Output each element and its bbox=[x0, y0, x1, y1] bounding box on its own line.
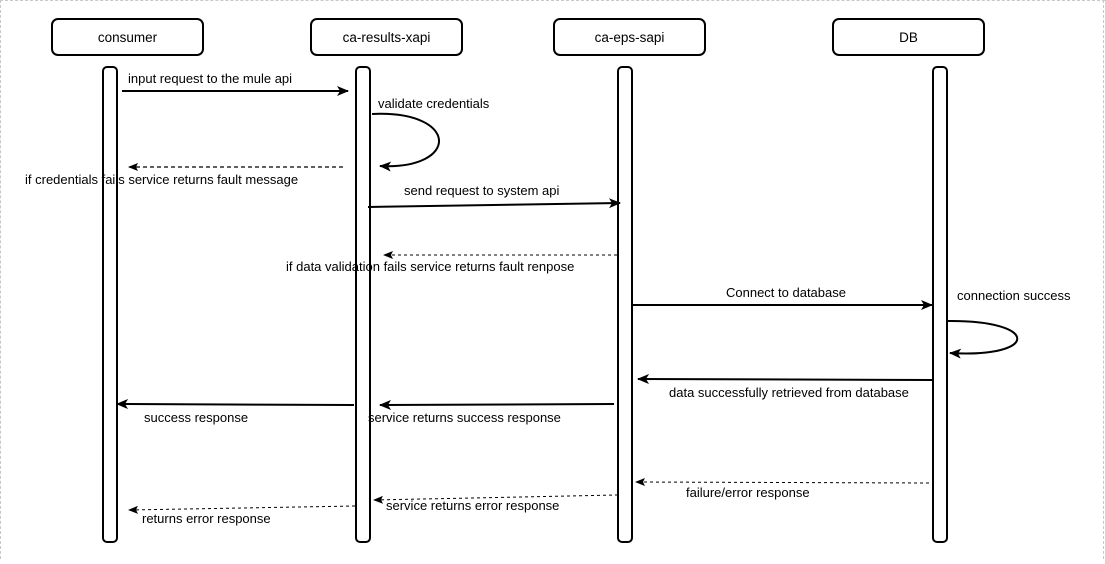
message-service-error-label: service returns error response bbox=[386, 498, 559, 513]
lifeline-ca-results-xapi bbox=[355, 66, 371, 543]
message-data-retrieved: data successfully retrieved from databas… bbox=[637, 374, 934, 400]
message-credentials-fault: if credentials fails service returns fau… bbox=[25, 163, 343, 187]
message-data-retrieved-label: data successfully retrieved from databas… bbox=[669, 385, 909, 400]
message-validate-credentials-label: validate credentials bbox=[378, 96, 490, 111]
lifeline-consumer bbox=[102, 66, 118, 543]
participant-consumer-label: consumer bbox=[98, 30, 158, 45]
participant-db: DB bbox=[832, 18, 985, 56]
message-failure-error-label: failure/error response bbox=[686, 485, 810, 500]
participant-consumer: consumer bbox=[51, 18, 204, 56]
lifeline-db bbox=[932, 66, 948, 543]
participant-ca-eps-sapi-label: ca-eps-sapi bbox=[595, 30, 665, 45]
message-input-request-label: input request to the mule api bbox=[128, 71, 292, 86]
canvas-border-right bbox=[1103, 0, 1104, 559]
message-validate-credentials: validate credentials bbox=[371, 96, 490, 172]
message-service-success-label: service returns success response bbox=[368, 410, 561, 425]
participant-ca-eps-sapi: ca-eps-sapi bbox=[553, 18, 706, 56]
message-success-response: success response bbox=[116, 399, 355, 425]
participant-ca-results-xapi-label: ca-results-xapi bbox=[343, 30, 431, 45]
message-returns-error-label: returns error response bbox=[142, 511, 271, 526]
message-connect-database: Connect to database bbox=[632, 285, 933, 310]
message-data-validation-fault-label: if data validation fails service returns… bbox=[286, 259, 574, 274]
lifeline-ca-eps-sapi bbox=[617, 66, 633, 543]
participant-db-label: DB bbox=[899, 30, 918, 45]
message-failure-error: failure/error response bbox=[635, 478, 930, 500]
message-input-request: input request to the mule api bbox=[122, 71, 349, 96]
message-credentials-fault-label: if credentials fails service returns fau… bbox=[25, 172, 298, 187]
message-returns-error: returns error response bbox=[128, 505, 356, 526]
message-connection-success: connection success bbox=[947, 288, 1071, 359]
message-success-response-label: success response bbox=[144, 410, 248, 425]
message-data-validation-fault: if data validation fails service returns… bbox=[286, 251, 617, 274]
message-send-request-system-api: send request to system api bbox=[367, 183, 621, 209]
message-service-success: service returns success response bbox=[368, 399, 615, 425]
message-service-error: service returns error response bbox=[373, 494, 619, 513]
message-connection-success-label: connection success bbox=[957, 288, 1071, 303]
message-send-request-system-api-label: send request to system api bbox=[404, 183, 559, 198]
message-connect-database-label: Connect to database bbox=[726, 285, 846, 300]
participant-ca-results-xapi: ca-results-xapi bbox=[310, 18, 463, 56]
